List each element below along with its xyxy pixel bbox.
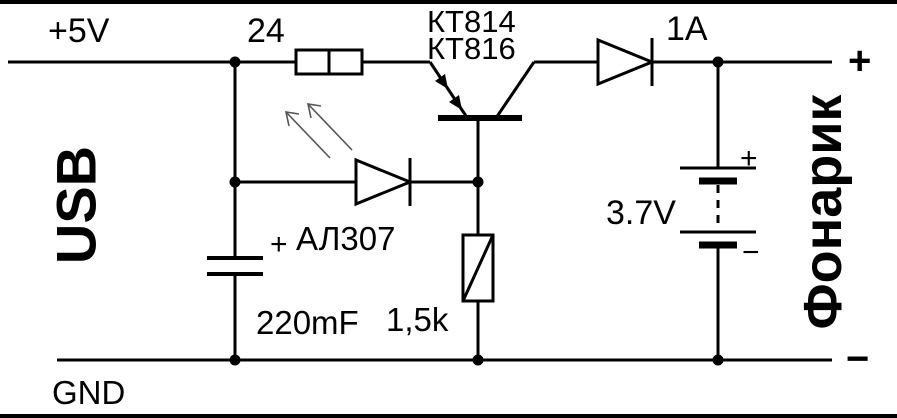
led-emission-arrows-icon (284, 103, 353, 159)
negative-rail-label: − (846, 337, 869, 381)
junction-dot (229, 354, 241, 366)
bottom-border (0, 414, 897, 418)
junction-dot (229, 176, 241, 188)
capacitor-polarity-label: + (270, 228, 288, 261)
led-arrow-1-head (306, 103, 322, 119)
led-arrow-2-head (284, 111, 300, 127)
led-symbol (354, 157, 414, 207)
capacitor-symbol (207, 256, 263, 276)
transistor-collector-lead (494, 61, 536, 119)
battery-symbol (680, 166, 756, 249)
resistor-1-5k-symbol (461, 233, 495, 303)
battery-minus-label: − (742, 236, 760, 269)
transistor-label-1: КТ814 (427, 4, 516, 39)
transistor-label-2: КТ816 (427, 31, 516, 66)
usb-port-label: USB (45, 146, 108, 264)
diode-rating-label: 1A (666, 10, 708, 48)
led-arrow-2 (285, 111, 331, 159)
battery-plus-label: + (740, 142, 758, 175)
junction-dot (712, 354, 724, 366)
battery-voltage-label: 3.7V (606, 194, 676, 232)
transistor-emitter-arrow-2 (435, 74, 448, 89)
resistor-24-label: 24 (247, 12, 285, 50)
led-model-label: АЛ307 (296, 220, 395, 257)
resistor-1-5k-label: 1,5k (386, 301, 449, 338)
transistor-emitter-arrow-1 (449, 95, 462, 110)
resistor-24-symbol (294, 48, 364, 76)
positive-rail-label: + (848, 39, 871, 83)
supply-label: +5V (48, 12, 110, 50)
diode-symbol (596, 37, 656, 87)
diode-triangle (596, 37, 656, 87)
junction-dots (229, 56, 724, 366)
junction-dot (712, 56, 724, 68)
junction-dot (472, 176, 484, 188)
junction-dot (472, 354, 484, 366)
transistor-symbol (428, 61, 536, 121)
resistor-1-5k-diagonal (461, 234, 495, 302)
led-arrow-1 (307, 103, 353, 151)
flashlight-port-label: Фонарик (793, 94, 853, 330)
capacitor-value-label: 220mF (256, 304, 359, 341)
top-border (0, 0, 897, 4)
junction-dot (229, 56, 241, 68)
ground-label: GND (52, 374, 125, 411)
led-triangle (354, 157, 414, 207)
